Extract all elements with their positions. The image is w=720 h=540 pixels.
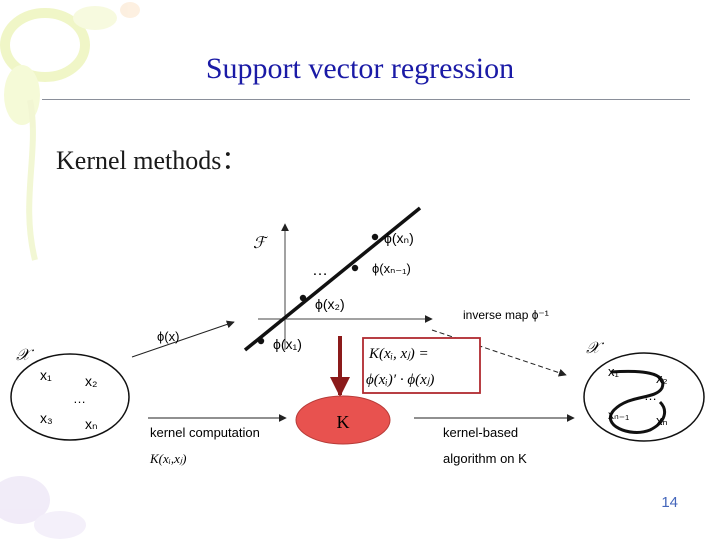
slide-subtitle: Kernel methods： <box>56 146 248 175</box>
input-space-set <box>10 353 130 441</box>
output-x2: x₂ <box>656 371 668 386</box>
page-number: 14 <box>661 494 678 511</box>
feature-point-2 <box>299 294 307 302</box>
output-xn: xₙ <box>656 413 668 428</box>
feature-point-n-1 <box>351 264 359 272</box>
feature-point-1-label: ϕ(x₁) <box>273 336 302 352</box>
input-x2: x₂ <box>85 373 97 389</box>
feature-point-1 <box>257 337 265 345</box>
output-space-set <box>583 352 705 442</box>
phi-map-label: ϕ(x) <box>157 329 179 344</box>
kernel-based-label: kernel-based <box>443 425 518 440</box>
feature-point-2-label: ϕ(x₂) <box>315 296 345 312</box>
regression-line <box>243 206 422 352</box>
input-dots: … <box>73 391 86 406</box>
feature-dots: … <box>312 262 328 279</box>
decorative-leaf <box>0 476 50 524</box>
input-space-label: 𝒳 <box>16 347 35 364</box>
kernel-computation-sub: K(xᵢ,xⱼ) <box>149 451 186 466</box>
inverse-map-label: inverse map ϕ⁻¹ <box>463 308 549 322</box>
feature-point-n-1-label: ϕ(xₙ₋₁) <box>372 261 411 276</box>
feature-point-n <box>371 233 379 241</box>
output-curve <box>609 369 667 434</box>
kernel-node <box>295 395 391 445</box>
input-xn: xₙ <box>85 416 98 432</box>
decorative-leaf <box>34 511 86 539</box>
output-space-label: 𝒳 <box>586 340 605 357</box>
algorithm-label: algorithm on K <box>443 451 527 466</box>
title-divider <box>42 99 690 100</box>
output-xn-1: xₙ₋₁ <box>608 408 629 422</box>
kernel-node-label: K <box>337 412 350 432</box>
decorative-leaf <box>0 8 90 82</box>
feature-point-n-label: ϕ(xₙ) <box>384 230 414 246</box>
kernel-computation-label: kernel computation <box>150 425 260 440</box>
output-x1: x₁ <box>608 364 620 379</box>
decorative-leaf <box>120 2 140 18</box>
decorative-leaf <box>73 6 117 30</box>
kernel-equation-box <box>362 337 481 394</box>
kernel-equation-line1: K(xᵢ, xⱼ) = <box>368 346 429 362</box>
phi-map-arrow <box>131 320 235 358</box>
input-x3: x₃ <box>40 410 53 426</box>
kernel-equation-line2: ϕ(xᵢ)′ · ϕ(xⱼ) <box>366 372 434 388</box>
output-dots: … <box>644 388 657 403</box>
input-x1: x₁ <box>40 367 52 383</box>
decorative-vine <box>26 99 38 261</box>
slide-title: Support vector regression <box>205 52 515 85</box>
feature-space-label: ℱ <box>253 235 269 252</box>
